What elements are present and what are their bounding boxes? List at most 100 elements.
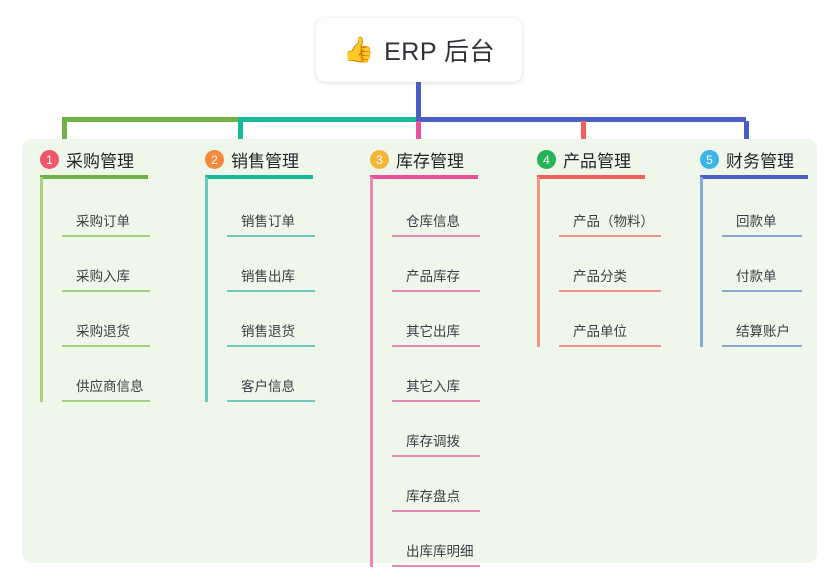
branch-item-underline <box>227 345 315 347</box>
branch-spine-2 <box>205 177 208 402</box>
branch-item-underline <box>392 510 480 512</box>
branch-spine-5 <box>700 177 703 347</box>
branch-underline-3 <box>370 175 478 179</box>
branch-item[interactable]: 回款单 <box>722 182 802 237</box>
branch-item[interactable]: 供应商信息 <box>62 347 150 402</box>
branch-item[interactable]: 客户信息 <box>227 347 315 402</box>
branch-header-1[interactable]: 1 采购管理 <box>40 147 134 172</box>
branch-item-underline <box>392 290 480 292</box>
branch-item[interactable]: 付款单 <box>722 237 802 292</box>
branch-item[interactable]: 其它出库 <box>392 292 480 347</box>
branch-spine-1 <box>40 177 43 402</box>
branch-item[interactable]: 产品库存 <box>392 237 480 292</box>
branch-item-underline <box>227 290 315 292</box>
blue-segment <box>416 117 746 122</box>
branch-underline-1 <box>40 175 148 179</box>
branch-item[interactable]: 产品单位 <box>559 292 661 347</box>
branch-item-underline <box>62 400 150 402</box>
branch-item[interactable]: 仓库信息 <box>392 182 480 237</box>
branch-item-underline <box>392 455 480 457</box>
branch-item-label: 回款单 <box>736 214 777 229</box>
branch-item[interactable]: 产品（物料） <box>559 182 661 237</box>
branch-underline-5 <box>700 175 808 179</box>
branch-item-label: 产品单位 <box>573 324 627 339</box>
root-node[interactable]: 👍 ERP 后台 <box>316 18 522 82</box>
branch-item[interactable]: 销售订单 <box>227 182 315 237</box>
branch-title-4: 产品管理 <box>563 152 631 171</box>
root-node-label: ERP 后台 <box>384 38 496 66</box>
branch-item-label: 结算账户 <box>736 324 790 339</box>
thumbs-up-icon: 👍 <box>342 35 375 64</box>
branch-title-3: 库存管理 <box>396 152 464 171</box>
branch-item-underline <box>392 565 480 567</box>
drop-5 <box>744 121 749 153</box>
branch-item-label: 销售出库 <box>241 269 295 284</box>
branch-item-underline <box>62 290 150 292</box>
branch-item-label: 客户信息 <box>241 379 295 394</box>
branch-item-label: 采购订单 <box>76 214 130 229</box>
branch-badge-3: 3 <box>370 150 389 169</box>
branch-item[interactable]: 库存调拨 <box>392 402 480 457</box>
branch-item[interactable]: 采购入库 <box>62 237 150 292</box>
branch-panel <box>22 139 817 563</box>
branch-item[interactable]: 出库库明细 <box>392 512 480 567</box>
branch-header-3[interactable]: 3 库存管理 <box>370 147 464 172</box>
branch-item[interactable]: 销售出库 <box>227 237 315 292</box>
branch-item-underline <box>722 235 802 237</box>
branch-item-underline <box>559 235 661 237</box>
branch-item-label: 出库库明细 <box>406 544 474 559</box>
branch-item-label: 供应商信息 <box>76 379 144 394</box>
branch-item-label: 仓库信息 <box>406 214 460 229</box>
branch-header-5[interactable]: 5 财务管理 <box>700 147 794 172</box>
branch-item-underline <box>722 345 802 347</box>
branch-header-2[interactable]: 2 销售管理 <box>205 147 299 172</box>
branch-badge-1: 1 <box>40 150 59 169</box>
branch-item[interactable]: 结算账户 <box>722 292 802 347</box>
drop-1 <box>62 121 67 153</box>
branch-underline-4 <box>537 175 645 179</box>
branch-item-label: 其它入库 <box>406 379 460 394</box>
root-stem-connector <box>416 82 421 121</box>
branch-item-label: 付款单 <box>736 269 777 284</box>
branch-item-underline <box>227 400 315 402</box>
branch-item-label: 销售退货 <box>241 324 295 339</box>
branch-item-underline <box>62 345 150 347</box>
branch-item-underline <box>559 290 661 292</box>
branch-item-label: 其它出库 <box>406 324 460 339</box>
branch-item-label: 库存调拨 <box>406 434 460 449</box>
branch-title-2: 销售管理 <box>231 152 299 171</box>
branch-item[interactable]: 销售退货 <box>227 292 315 347</box>
green-segment <box>62 117 238 122</box>
branch-item-underline <box>559 345 661 347</box>
branch-item-label: 销售订单 <box>241 214 295 229</box>
branch-underline-2 <box>205 175 313 179</box>
branch-badge-5: 5 <box>700 150 719 169</box>
branch-item[interactable]: 采购订单 <box>62 182 150 237</box>
teal-segment <box>238 117 416 122</box>
branch-item-underline <box>227 235 315 237</box>
drop-3 <box>416 121 421 153</box>
branch-item-label: 采购入库 <box>76 269 130 284</box>
branch-item-underline <box>392 235 480 237</box>
drop-2 <box>238 121 243 153</box>
branch-item[interactable]: 产品分类 <box>559 237 661 292</box>
branch-item-underline <box>722 290 802 292</box>
branch-item[interactable]: 库存盘点 <box>392 457 480 512</box>
branch-item-underline <box>62 235 150 237</box>
branch-item-label: 采购退货 <box>76 324 130 339</box>
branch-title-1: 采购管理 <box>66 152 134 171</box>
branch-title-5: 财务管理 <box>726 152 794 171</box>
branch-item-label: 产品库存 <box>406 269 460 284</box>
branch-spine-3 <box>370 177 373 567</box>
branch-item-label: 产品分类 <box>573 269 627 284</box>
branch-item-underline <box>392 400 480 402</box>
branch-item[interactable]: 其它入库 <box>392 347 480 402</box>
branch-item-label: 产品（物料） <box>573 214 654 229</box>
drop-4 <box>581 121 586 153</box>
branch-spine-4 <box>537 177 540 347</box>
branch-badge-2: 2 <box>205 150 224 169</box>
branch-item-label: 库存盘点 <box>406 489 460 504</box>
branch-item[interactable]: 采购退货 <box>62 292 150 347</box>
